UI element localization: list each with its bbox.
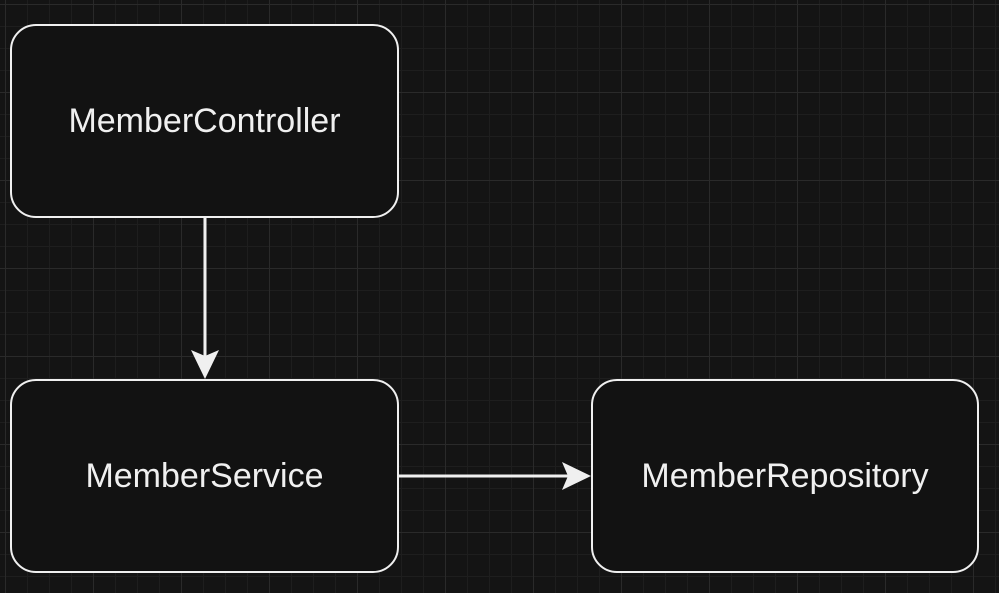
node-label: MemberRepository (641, 456, 929, 495)
node-member-service[interactable]: MemberService (10, 379, 399, 573)
node-member-controller[interactable]: MemberController (10, 24, 399, 218)
arrowhead-right-icon (562, 462, 591, 490)
edge-controller-to-service (191, 218, 219, 379)
node-label: MemberController (68, 101, 341, 140)
node-label: MemberService (85, 456, 324, 495)
node-member-repository[interactable]: MemberRepository (591, 379, 979, 573)
arrowhead-down-icon (191, 350, 219, 379)
edge-service-to-repository (399, 462, 591, 490)
